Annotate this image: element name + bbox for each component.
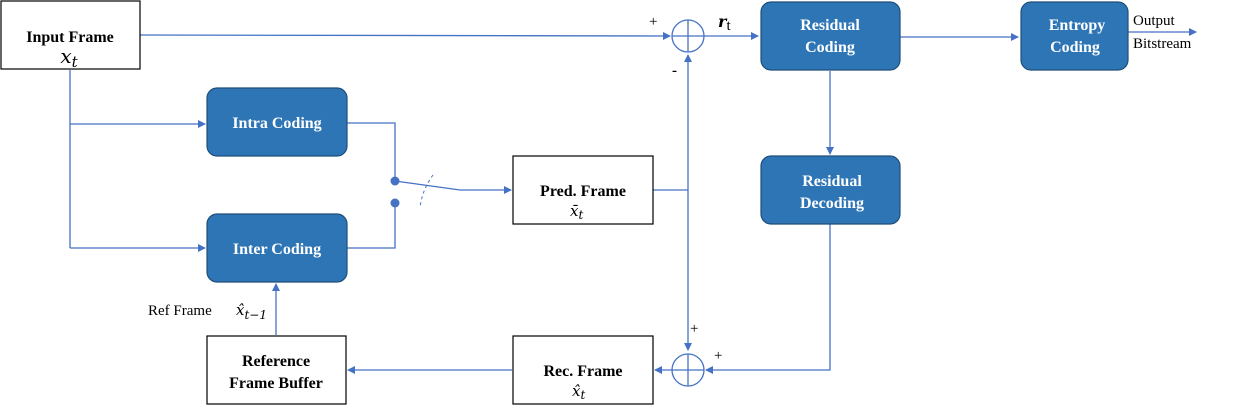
bottom-sum-plus-right: + (714, 348, 722, 364)
residual-decoding-line2: Decoding (800, 195, 864, 212)
entropy-coding-line2: Coding (1050, 39, 1100, 56)
switch-contact-top (390, 176, 400, 186)
pred-frame-symbol: x̄t (570, 202, 583, 222)
ref-frame-label: Ref Frame (148, 303, 212, 319)
rec-frame-symbol: x̂t (572, 382, 585, 402)
residual-signal-label: rt (718, 12, 731, 34)
pred-frame-label: Pred. Frame (540, 183, 626, 200)
reference-frame-buffer-block: Reference Frame Buffer (206, 335, 347, 405)
output-label-line1: Output (1133, 13, 1176, 29)
residual-decoding-line1: Residual (802, 173, 862, 190)
bottom-sum-plus-top: + (690, 321, 698, 337)
residual-coding-line2: Coding (805, 39, 855, 56)
intra-coding-label: Intra Coding (232, 115, 321, 132)
switch-arc (419, 174, 434, 209)
wire-decoding-to-sum (705, 224, 831, 374)
inter-coding-block: Inter Coding (206, 213, 348, 283)
switch-contact-bottom (390, 198, 400, 208)
inter-coding-label: Inter Coding (233, 241, 321, 258)
input-frame-block: Input Frame xt (0, 0, 141, 71)
entropy-coding-block: Entropy Coding (1020, 1, 1129, 71)
ref-frame-symbol: x̂t−1 (236, 301, 267, 322)
wire-intra-to-switch (347, 122, 396, 181)
entropy-coding-line1: Entropy (1049, 17, 1106, 34)
top-sum-minus-sign: - (672, 63, 677, 79)
wire-inter-to-switch (347, 203, 396, 249)
rec-frame-block: Rec. Frame x̂t (512, 335, 654, 405)
input-frame-label: Input Frame (26, 29, 114, 46)
connections (69, 28, 1197, 374)
residual-coding-line1: Residual (800, 17, 860, 34)
top-sum-plus-sign: + (649, 14, 657, 30)
intra-coding-block: Intra Coding (206, 87, 348, 157)
bottom-summing-junction (671, 353, 705, 387)
residual-decoding-block: Residual Decoding (760, 155, 901, 225)
residual-coding-block: Residual Coding (760, 1, 901, 71)
rec-frame-label: Rec. Frame (543, 363, 622, 380)
wire-input-to-sum (139, 31, 671, 40)
reference-buffer-line1: Reference (242, 353, 310, 370)
output-label-line2: Bitstream (1133, 36, 1192, 52)
top-summing-junction (671, 19, 705, 53)
input-frame-symbol: xt (60, 44, 78, 71)
wire-switch-arm (394, 180, 461, 191)
pred-frame-block: Pred. Frame x̄t (512, 155, 654, 225)
reference-buffer-line2: Frame Buffer (229, 375, 323, 392)
